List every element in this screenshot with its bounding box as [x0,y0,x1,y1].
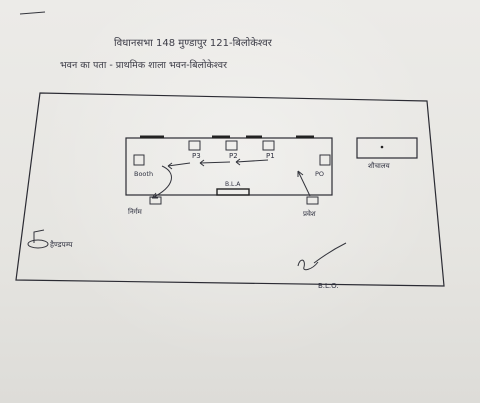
flow-arrowhead-1 [235,158,241,166]
label-toilet: शौचालय [368,161,391,170]
exit-flow-arrow [151,165,172,199]
toilet-marker [380,145,384,149]
label-p2: P2 [229,152,238,160]
bla-bench [216,188,250,196]
label-exit: निर्गम [128,207,143,216]
po-box [319,154,331,166]
label-bla: B.L.A [225,181,241,188]
toilet-block [356,137,418,159]
entry-arrowhead [297,170,304,177]
table-p3 [188,140,201,151]
table-p2 [225,140,238,151]
blo-signature [297,242,347,271]
header-line-1: विधानसभा 148 मुण्डापुर 121-बिलोकेश्वर [114,37,273,49]
flow-arrowhead-3 [167,162,173,170]
header-line-2: भवन का पता - प्राथमिक शाला भवन-बिलोकेश्व… [60,59,228,71]
entry-gate [306,196,319,205]
flow-arrow-1 [235,159,269,163]
flow-arrow-2 [199,161,231,164]
pencil-mark [19,11,46,15]
flow-arrow-3 [167,162,191,167]
flow-arrowhead-2 [199,159,205,167]
booth-box [133,154,145,166]
label-p1: P1 [266,152,275,160]
entry-flow-arrow [297,170,311,197]
handpump-icon [33,229,45,243]
label-booth: Booth [134,170,153,178]
signature-caption: B.L.O. [318,282,339,290]
label-entry: प्रवेश [303,209,316,218]
label-po: PO [315,170,324,178]
label-p3: P3 [192,152,201,160]
label-handpump: हैण्डपम्प [50,240,73,249]
table-p1 [262,140,275,151]
handpump-base [27,239,49,249]
premises-boundary [15,92,445,287]
exit-gate [149,196,162,205]
